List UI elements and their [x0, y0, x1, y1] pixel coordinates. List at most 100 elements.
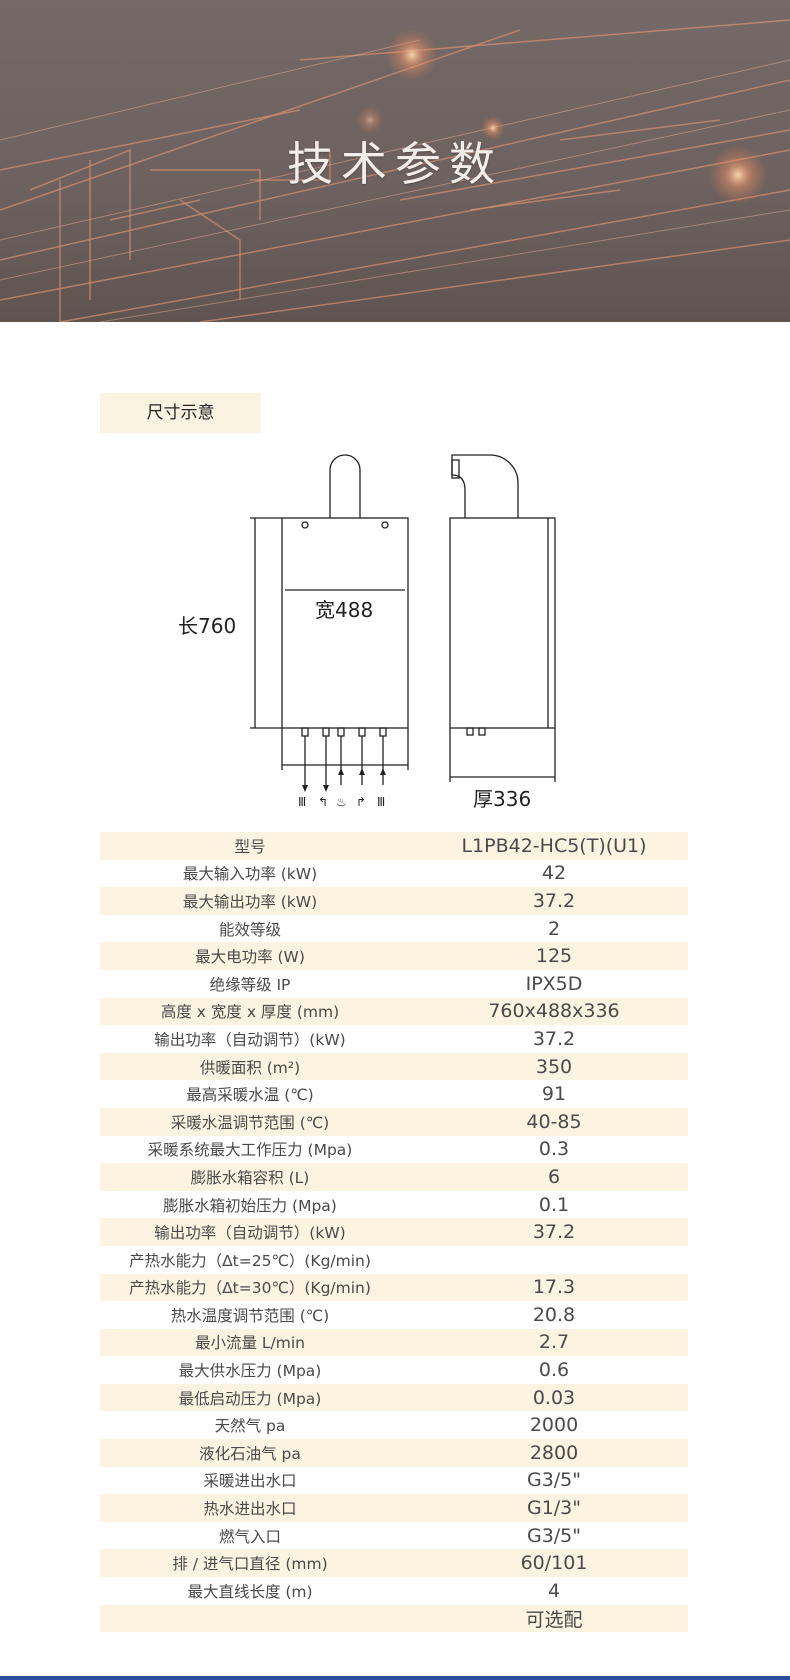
spec-value: 350 [535, 1055, 573, 1078]
spec-value: 可选配 [525, 1608, 583, 1631]
spec-key: 排 / 进气口直径 (mm) [172, 1555, 328, 1574]
radiator-icon: Ⅲ [377, 795, 385, 809]
spec-key: 采暖进出水口 [203, 1472, 297, 1491]
spec-value: 6 [547, 1165, 561, 1188]
table-row: 型号 L1PB42-HC5(T)(U1) [100, 832, 688, 860]
table-row: 采暖系统最大工作压力 (Mpa) 0.3 [100, 1136, 688, 1164]
spec-value: G3/5" [526, 1469, 582, 1492]
spec-value: 0.03 [532, 1386, 576, 1409]
spec-value: L1PB42-HC5(T)(U1) [461, 834, 647, 857]
table-row: 最低启动压力 (Mpa) 0.03 [100, 1383, 688, 1412]
table-row: 输出功率（自动调节）(kW) 37.2 [100, 1218, 688, 1246]
table-row: 最大输入功率 (kW) 42 [100, 860, 688, 888]
table-row: 绝缘等级 IP IPX5D [100, 970, 688, 998]
tap-icon: ↰ [318, 795, 328, 809]
spec-key: 绝缘等级 IP [209, 975, 291, 994]
spec-value: G3/5" [526, 1524, 582, 1547]
spec-value: 37.2 [532, 889, 576, 912]
spec-key: 热水温度调节范围 (℃) [170, 1306, 330, 1325]
table-row: 天然气 pa 2000 [100, 1411, 688, 1439]
table-row: 能效等级 2 [100, 915, 688, 943]
table-row: 液化石油气 pa 2800 [100, 1439, 688, 1467]
spec-key: 采暖水温调节范围 (℃) [170, 1113, 330, 1132]
table-row: 热水进出水口 G1/3" [100, 1494, 688, 1522]
table-row: 输出功率（自动调节）(kW) 37.2 [100, 1025, 688, 1053]
spec-value: 2.7 [538, 1331, 570, 1354]
spec-value: 0.6 [538, 1359, 570, 1382]
spec-key: 最小流量 L/min [194, 1334, 305, 1353]
spec-key: 最大供水压力 (Mpa) [178, 1362, 322, 1381]
spec-value: G1/3" [526, 1497, 582, 1520]
spec-key: 热水进出水口 [203, 1500, 297, 1519]
spec-key: 高度 x 宽度 x 厚度 (mm) [160, 1003, 340, 1022]
spec-value: 60/101 [520, 1552, 588, 1575]
spec-value: 125 [535, 945, 573, 968]
spec-key: 最大输出功率 (kW) [182, 892, 318, 911]
table-row: 最大直线长度 (m) 4 [100, 1577, 688, 1605]
spec-key: 最大直线长度 (m) [187, 1582, 313, 1601]
spec-value: 2800 [529, 1441, 579, 1464]
table-row: 产热水能力（Δt=30℃）(Kg/min) 17.3 [100, 1273, 688, 1302]
front-body [281, 517, 409, 729]
table-row: 热水温度调节范围 (℃) 20.8 [100, 1301, 688, 1329]
table-row: 膨胀水箱容积 (L) 6 [100, 1163, 688, 1191]
hero-banner: 技术参数 [0, 0, 790, 322]
spec-key: 供暖面积 (m²) [199, 1058, 301, 1077]
spec-key: 产热水能力（Δt=25℃）(Kg/min) [129, 1251, 371, 1270]
spec-key: 最大电功率 (W) [195, 948, 305, 967]
table-row: 最高采暖水温 (℃) 91 [100, 1080, 688, 1108]
side-flue [451, 454, 519, 518]
spec-value: 0.3 [538, 1138, 570, 1161]
spec-value: 42 [541, 862, 567, 885]
table-row: 产热水能力（Δt=25℃）(Kg/min) [100, 1246, 688, 1274]
width-label: 宽488 [315, 598, 374, 622]
spec-value: 0.1 [538, 1193, 570, 1216]
length-label: 长760 [178, 614, 237, 638]
hero-line-art [0, 19, 790, 322]
spec-key: 液化石油气 pa [199, 1444, 301, 1463]
spec-key: 燃气入口 [218, 1527, 281, 1546]
table-row: 可选配 [100, 1604, 688, 1633]
table-row: 采暖进出水口 G3/5" [100, 1467, 688, 1495]
spec-key: 膨胀水箱初始压力 (Mpa) [163, 1196, 337, 1215]
spec-key: 天然气 pa [214, 1417, 286, 1436]
spec-value: 17.3 [532, 1276, 576, 1299]
side-body [449, 517, 556, 729]
dimension-diagram: Ⅲ ↰ ♨ ↱ Ⅲ [250, 454, 556, 809]
table-row: 最大电功率 (W) 125 [100, 942, 688, 970]
table-row: 采暖水温调节范围 (℃) 40-85 [100, 1107, 688, 1136]
section-label: 尺寸示意 [100, 393, 261, 433]
spec-key: 能效等级 [218, 920, 281, 939]
spec-value: 20.8 [532, 1303, 576, 1326]
spec-key: 最高采暖水温 (℃) [186, 1086, 314, 1105]
spec-value: 40-85 [526, 1110, 582, 1133]
table-row: 高度 x 宽度 x 厚度 (mm) 760x488x336 [100, 997, 688, 1026]
spec-key: 输出功率（自动调节）(kW) [154, 1224, 346, 1243]
spec-value: 760x488x336 [488, 1000, 620, 1023]
table-row: 最大供水压力 (Mpa) 0.6 [100, 1356, 688, 1384]
table-row: 最小流量 L/min 2.7 [100, 1328, 688, 1357]
tap-icon: ↱ [356, 795, 366, 809]
spec-value: 37.2 [532, 1221, 576, 1244]
spec-value: 2000 [529, 1414, 579, 1437]
table-row: 最大输出功率 (kW) 37.2 [100, 887, 688, 915]
spec-key: 最大输入功率 (kW) [182, 865, 318, 884]
spec-key: 输出功率（自动调节）(kW) [154, 1030, 346, 1049]
table-row: 膨胀水箱初始压力 (Mpa) 0.1 [100, 1191, 688, 1219]
spec-value: 4 [547, 1579, 561, 1602]
flame-icon: ♨ [336, 795, 347, 809]
spec-key: 产热水能力（Δt=30℃）(Kg/min) [129, 1279, 371, 1298]
spec-value: 91 [541, 1083, 567, 1106]
table-row: 供暖面积 (m²) 350 [100, 1052, 688, 1081]
spec-key: 膨胀水箱容积 (L) [190, 1168, 310, 1187]
spec-value: 2 [547, 917, 561, 940]
spec-value: IPX5D [525, 972, 583, 995]
bottom-bar [0, 1676, 790, 1680]
spec-value: 37.2 [532, 1027, 576, 1050]
spec-key: 最低启动压力 (Mpa) [178, 1389, 322, 1408]
spec-key: 采暖系统最大工作压力 (Mpa) [147, 1141, 353, 1160]
table-row: 燃气入口 G3/5" [100, 1522, 688, 1550]
spec-key: 型号 [234, 837, 266, 856]
front-flue [329, 454, 361, 518]
